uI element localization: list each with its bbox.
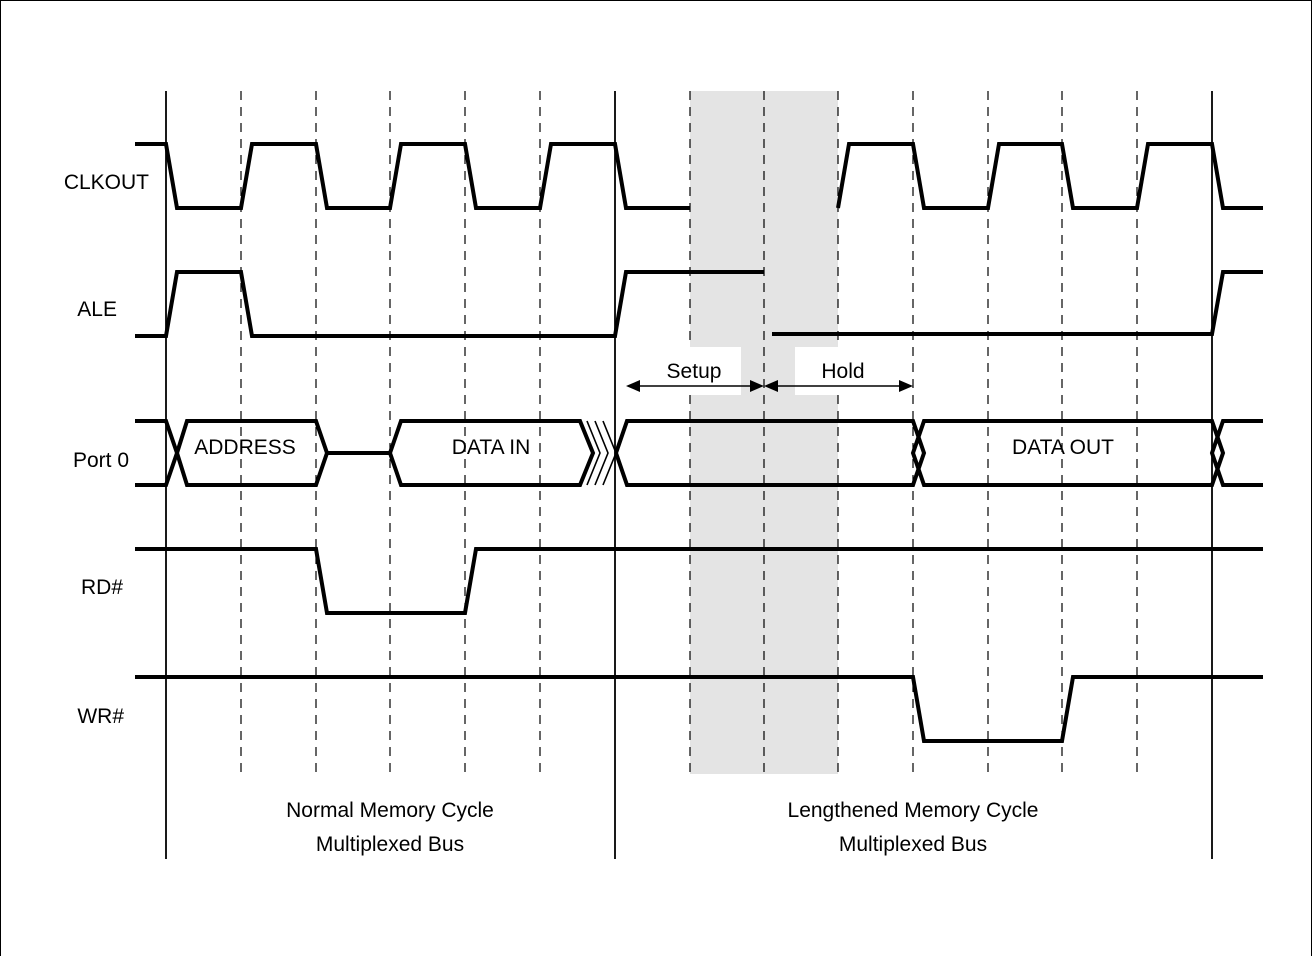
clkout-waveform-extended bbox=[836, 142, 1263, 210]
ale-label: ALE bbox=[77, 298, 117, 321]
normal-cycle-caption-line1: Normal Memory Cycle bbox=[286, 799, 494, 822]
clock-edge-gridlines bbox=[240, 91, 1138, 774]
lengthened-cycle-caption-line1: Lengthened Memory Cycle bbox=[788, 799, 1039, 822]
data-out-phase bbox=[910, 419, 1226, 487]
data-in-phase bbox=[387, 419, 596, 487]
setup-arrowhead-left bbox=[626, 380, 640, 392]
port0-label: Port 0 bbox=[73, 449, 129, 472]
rd-label: RD# bbox=[81, 576, 123, 599]
lengthened-cycle-caption-line2: Multiplexed Bus bbox=[839, 833, 987, 856]
clkout-waveform bbox=[135, 142, 690, 210]
normal-cycle-caption-line2: Multiplexed Bus bbox=[316, 833, 464, 856]
bus-transition-chevron bbox=[594, 420, 609, 486]
address-label: ADDRESS bbox=[194, 436, 296, 459]
setup-arrowhead-right bbox=[750, 380, 764, 392]
address-phase-lengthened bbox=[614, 419, 927, 487]
hold-arrowhead-left bbox=[764, 380, 778, 392]
bus-transition-chevron bbox=[586, 420, 601, 486]
wr-waveform bbox=[135, 675, 1263, 743]
bus-left-stub bbox=[135, 419, 180, 487]
setup-label: Setup bbox=[667, 360, 722, 383]
data-out-label: DATA OUT bbox=[1012, 436, 1114, 459]
clkout-label: CLKOUT bbox=[64, 171, 149, 194]
setup-hold-annotation bbox=[626, 347, 913, 395]
hold-label-background bbox=[795, 347, 891, 395]
data-in-label: DATA IN bbox=[452, 436, 531, 459]
hold-label: Hold bbox=[821, 360, 864, 383]
ale-waveform bbox=[135, 270, 764, 338]
bus-transition-chevron bbox=[602, 420, 617, 486]
hold-arrowhead-right bbox=[899, 380, 913, 392]
wr-label: WR# bbox=[77, 705, 124, 728]
ale-waveform-extended bbox=[772, 270, 1263, 336]
rd-waveform bbox=[135, 547, 1263, 615]
cycle-boundaries bbox=[165, 91, 1213, 859]
setup-label-background bbox=[647, 347, 741, 395]
port0-bus bbox=[135, 419, 1263, 487]
bus-right-stub bbox=[1209, 419, 1263, 487]
